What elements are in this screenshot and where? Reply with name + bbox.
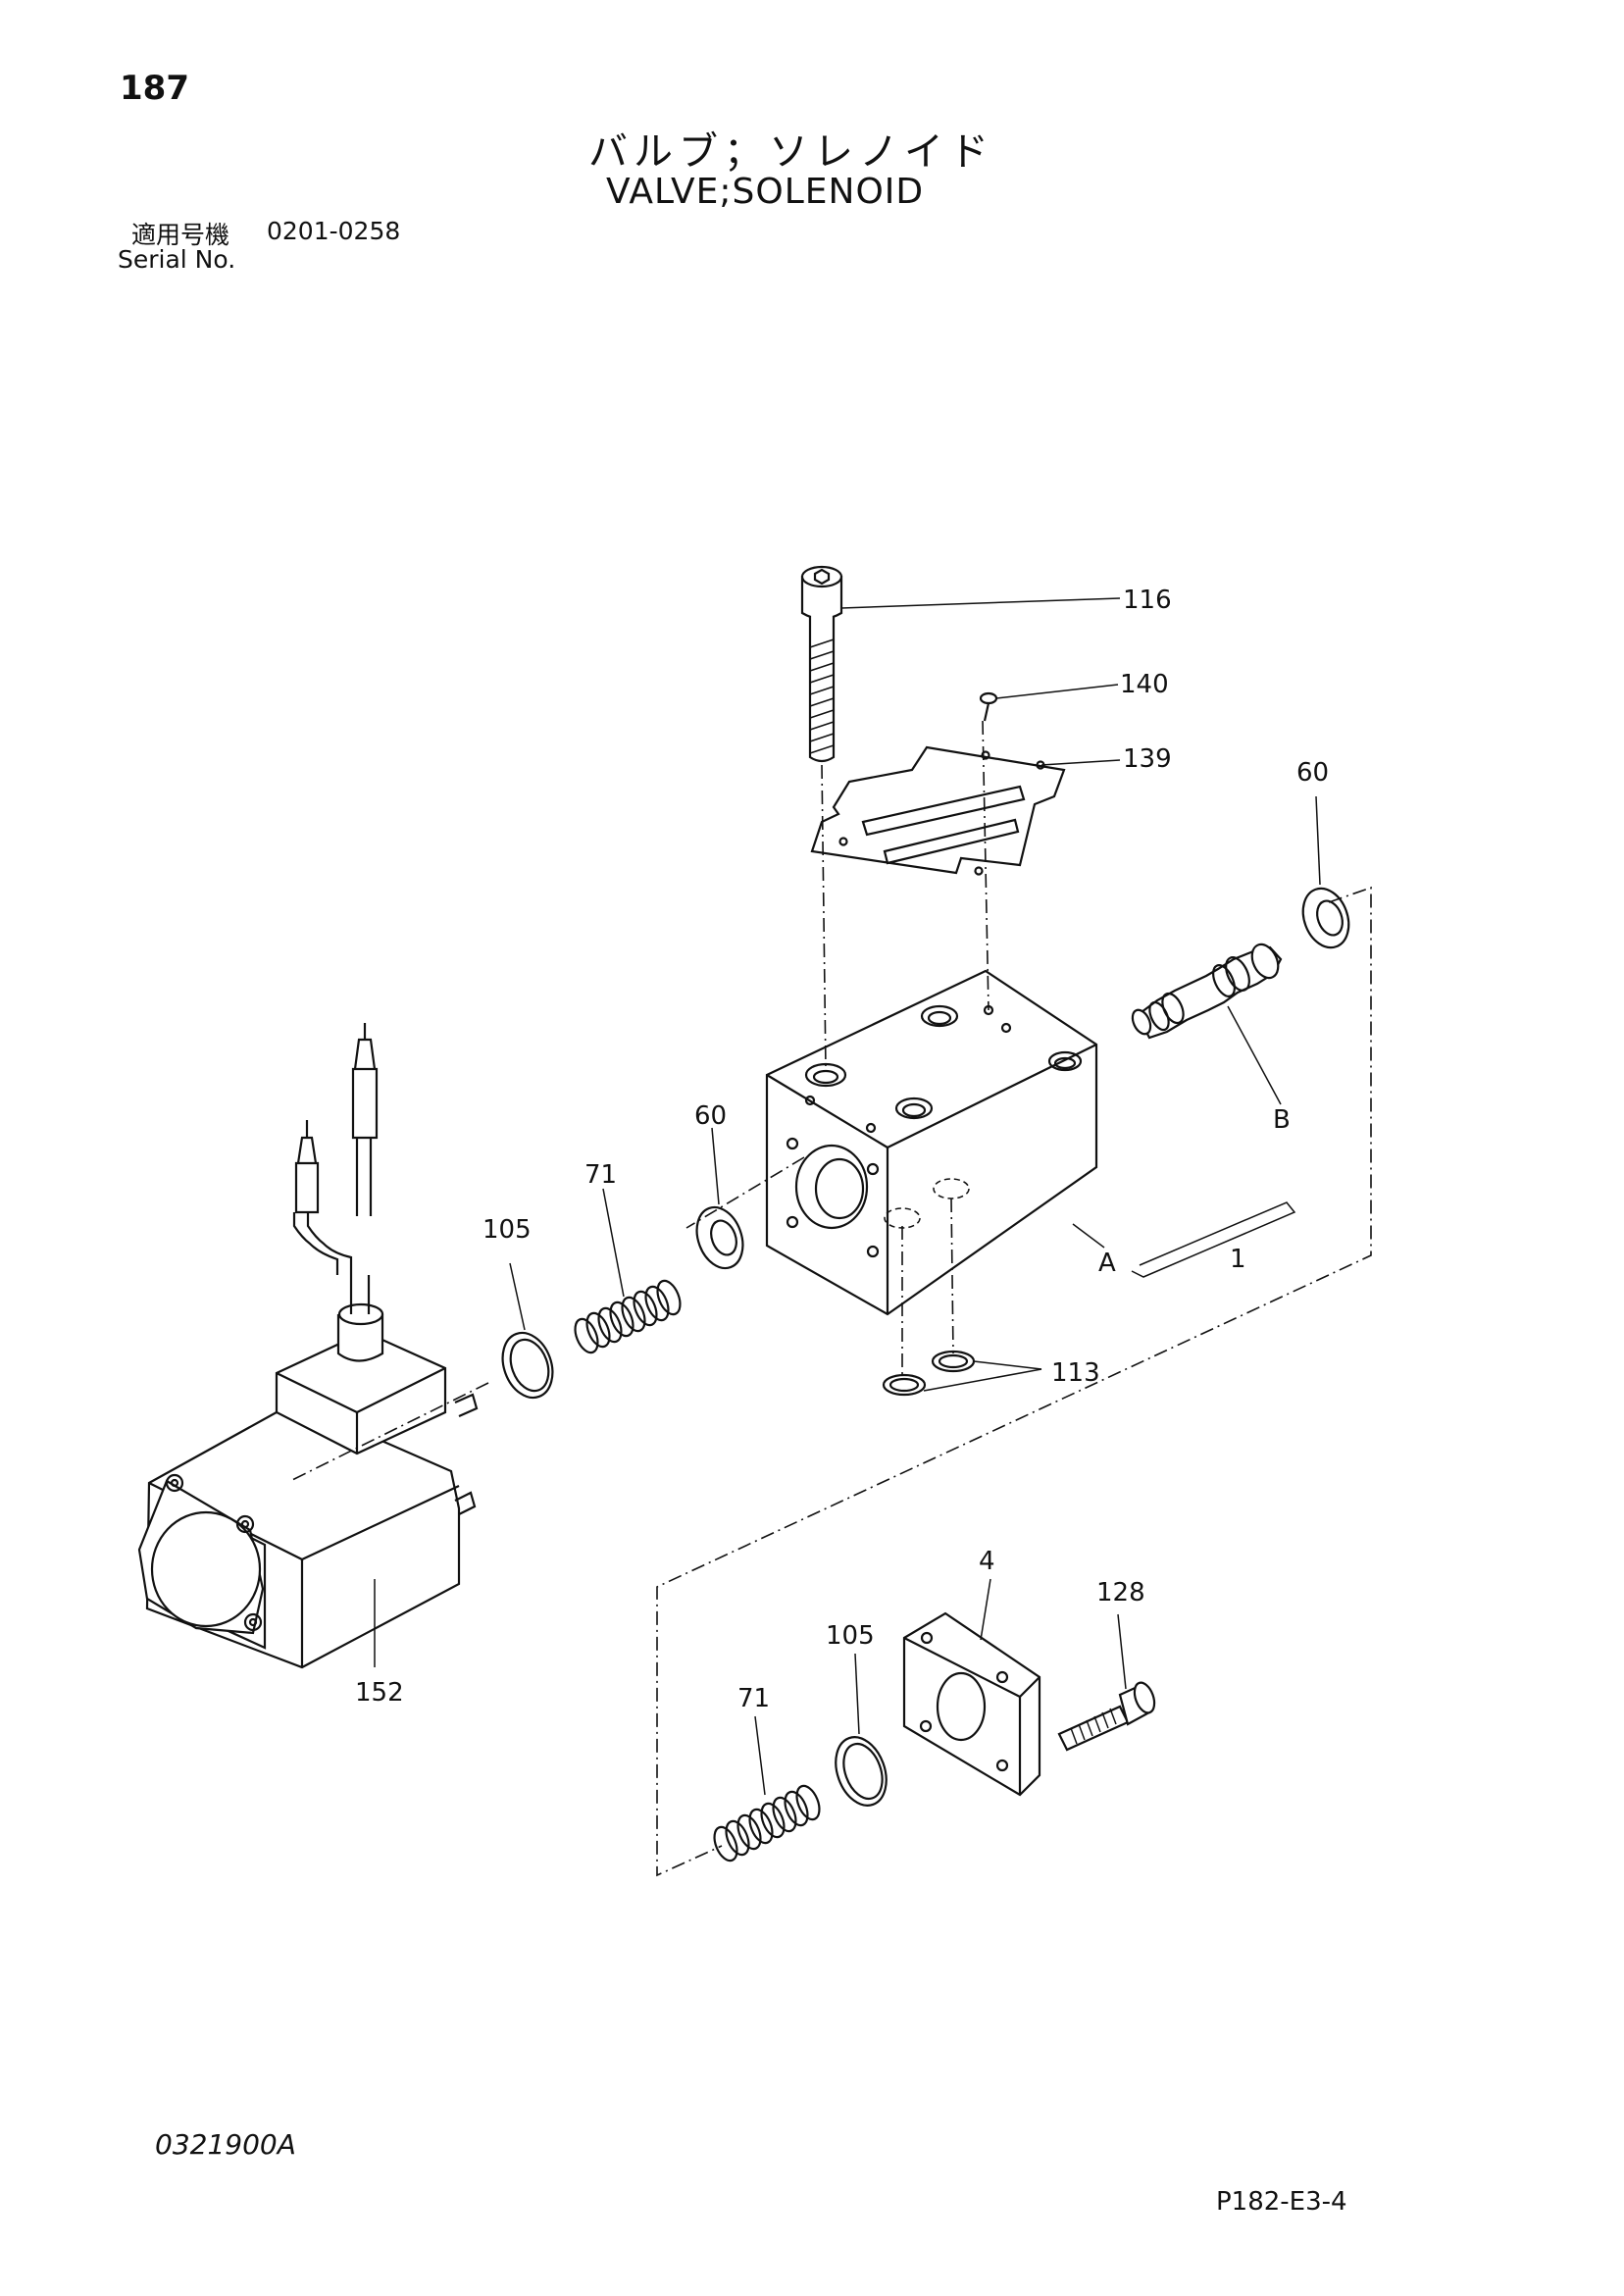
drawing-code: 0321900A <box>155 2128 296 2161</box>
callout-152: 152 <box>355 1678 404 1708</box>
spool-part <box>1131 943 1283 1040</box>
name-plate-part-139 <box>810 745 1066 876</box>
small-screw-part-140 <box>979 691 998 722</box>
callout-113: 113 <box>1051 1358 1100 1388</box>
callout-labels: 116 140 139 60 60 71 105 B A 1 113 4 128… <box>355 586 1329 1713</box>
o-ring-part-105-upper <box>501 1331 554 1400</box>
o-rings-part-113 <box>882 1350 976 1397</box>
callout-a: A <box>1098 1249 1116 1278</box>
callout-105-lower: 105 <box>826 1621 875 1651</box>
callout-71-lower: 71 <box>737 1684 770 1713</box>
callout-140: 140 <box>1120 670 1169 699</box>
valve-body-block <box>765 969 1098 1316</box>
callout-1: 1 <box>1230 1245 1246 1274</box>
spring-part-71-lower <box>713 1784 821 1862</box>
serial-label-japanese: 適用号機 <box>131 221 230 249</box>
solenoid-coil-part-152 <box>137 1023 479 1669</box>
page-reference: P182-E3-4 <box>1216 2187 1347 2217</box>
callout-b: B <box>1273 1105 1291 1135</box>
serial-label-english: Serial No. <box>118 245 236 274</box>
page-number: 187 <box>120 69 189 108</box>
title-japanese: バルブ；ソレノイド <box>588 129 994 175</box>
callout-139: 139 <box>1123 744 1172 774</box>
washer-part-60-middle <box>695 1205 744 1270</box>
callout-128: 128 <box>1096 1578 1145 1607</box>
washer-part-60-right <box>1301 887 1350 949</box>
callout-4: 4 <box>979 1547 995 1576</box>
assembly-centerlines <box>289 720 1372 1877</box>
callout-60-right: 60 <box>1296 758 1329 788</box>
socket-bolt-part-116 <box>800 565 843 763</box>
callout-71-upper: 71 <box>584 1160 617 1190</box>
socket-bolt-part-128 <box>1057 1681 1156 1752</box>
title-english: VALVE;SOLENOID <box>606 172 925 212</box>
leader-lines <box>374 597 1321 1796</box>
callout-105-upper: 105 <box>482 1215 532 1245</box>
callout-60-middle: 60 <box>694 1101 727 1131</box>
spring-part-71-upper <box>574 1279 682 1354</box>
cover-plate-part-4 <box>902 1611 1041 1797</box>
serial-range: 0201-0258 <box>267 217 401 245</box>
o-ring-part-105-lower <box>835 1736 888 1807</box>
callout-116: 116 <box>1123 586 1172 615</box>
